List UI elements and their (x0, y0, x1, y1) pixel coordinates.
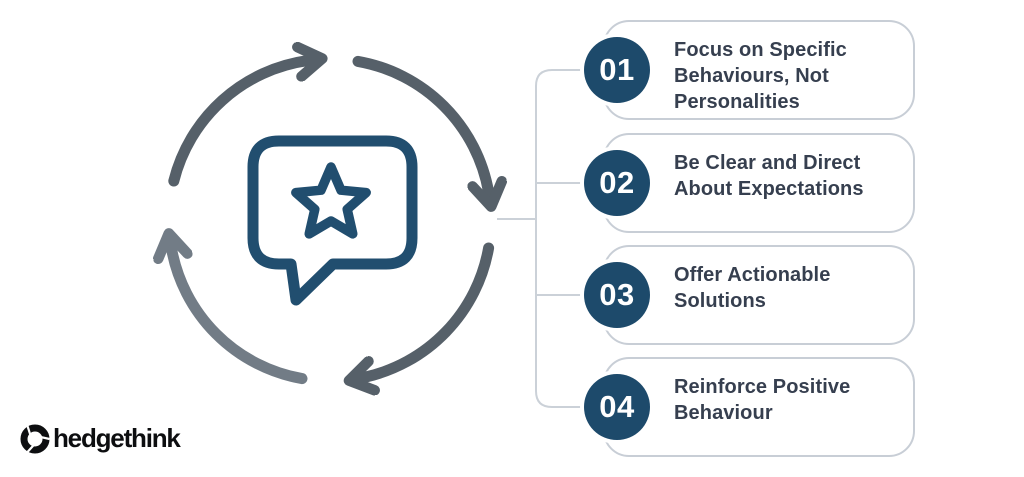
step-title: Focus on Specific Behaviours, Not Person… (674, 39, 847, 113)
shutter-icon (20, 424, 50, 453)
step-title: Reinforce Positive Behaviour (674, 376, 851, 424)
step-title: Be Clear and Direct About Expectations (674, 152, 864, 200)
step-card-2: Be Clear and Direct About Expectations (603, 133, 915, 233)
logo: hedgethink (20, 423, 181, 454)
step-number-badge-1: 01 (584, 37, 650, 103)
step-card-1: Focus on Specific Behaviours, Not Person… (603, 20, 915, 120)
step-card-4: Reinforce Positive Behaviour (603, 357, 915, 457)
step-number-badge-2: 02 (584, 150, 650, 216)
step-title: Offer Actionable Solutions (674, 264, 831, 312)
step-number-badge-3: 03 (584, 262, 650, 328)
logo-text: hedgethink (53, 423, 181, 453)
speech-bubble-icon (247, 135, 418, 306)
cycle-arrows-icon (171, 61, 488, 379)
connector-lines (497, 69, 600, 408)
step-number-badge-4: 04 (584, 374, 650, 440)
step-card-3: Offer Actionable Solutions (603, 245, 915, 345)
star-icon (291, 162, 371, 239)
